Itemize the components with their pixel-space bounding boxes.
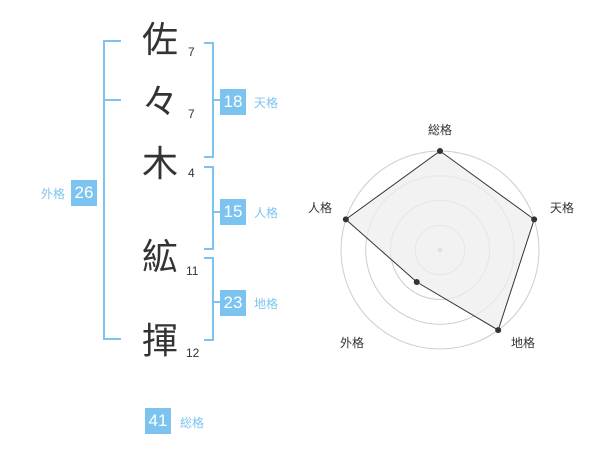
tenkaku-connector	[212, 99, 220, 101]
name-char-1: 佐	[141, 20, 178, 61]
radar-point	[413, 279, 420, 286]
radar-axis-label-chikaku: 地格	[511, 336, 536, 350]
jinkaku-bracket-top	[204, 166, 214, 168]
gaikaku-bracket-spine	[103, 40, 105, 340]
jinkaku-value-badge: 15	[220, 199, 246, 225]
chikaku-value-badge: 23	[220, 290, 246, 316]
gaikaku-bracket-bottom	[103, 338, 121, 340]
stroke-count-2: 7	[188, 107, 195, 121]
radar-point	[495, 327, 502, 334]
gaikaku-value-badge: 26	[71, 180, 97, 206]
chikaku-connector	[212, 301, 220, 303]
chikaku-label: 地格	[254, 297, 279, 311]
jinkaku-label: 人格	[254, 206, 279, 220]
name-char-2: 々	[141, 82, 178, 123]
radar-axis-label-soukaku: 総格	[428, 123, 453, 137]
chikaku-bracket-spine	[212, 257, 214, 341]
radar-points	[342, 148, 538, 334]
tenkaku-value-badge: 18	[220, 89, 246, 115]
radar-axis-label-gaikaku: 外格	[340, 336, 365, 350]
radar-axis-label-jinkaku: 人格	[308, 201, 333, 215]
radar-point	[531, 216, 538, 223]
radar-axis-label-tenkaku: 天格	[550, 201, 575, 215]
chikaku-bracket-top	[204, 257, 214, 259]
stroke-count-5: 12	[186, 346, 200, 360]
radar-point	[342, 216, 349, 223]
jinkaku-bracket-bottom	[204, 248, 214, 250]
jinkaku-connector	[212, 211, 220, 213]
stroke-count-4: 11	[186, 264, 199, 278]
soukaku-value-badge: 41	[145, 408, 171, 434]
stroke-count-1: 7	[188, 45, 195, 59]
gaikaku-label: 外格	[41, 187, 66, 201]
chikaku-bracket-bottom	[204, 339, 214, 341]
tenkaku-bracket-bottom	[204, 156, 214, 158]
stroke-count-3: 4	[188, 166, 195, 180]
radar-point	[437, 148, 443, 154]
name-char-4: 絋	[141, 237, 178, 278]
name-char-3: 木	[141, 144, 178, 185]
tenkaku-bracket-top	[204, 42, 214, 44]
radar-shape	[345, 150, 535, 331]
jinkaku-bracket-spine	[212, 166, 214, 250]
soukaku-label: 総格	[180, 416, 205, 430]
gaikaku-bracket-mid	[103, 99, 121, 101]
name-char-5: 揮	[141, 321, 178, 362]
tenkaku-label: 天格	[254, 96, 279, 110]
gaikaku-bracket-top	[103, 40, 121, 42]
